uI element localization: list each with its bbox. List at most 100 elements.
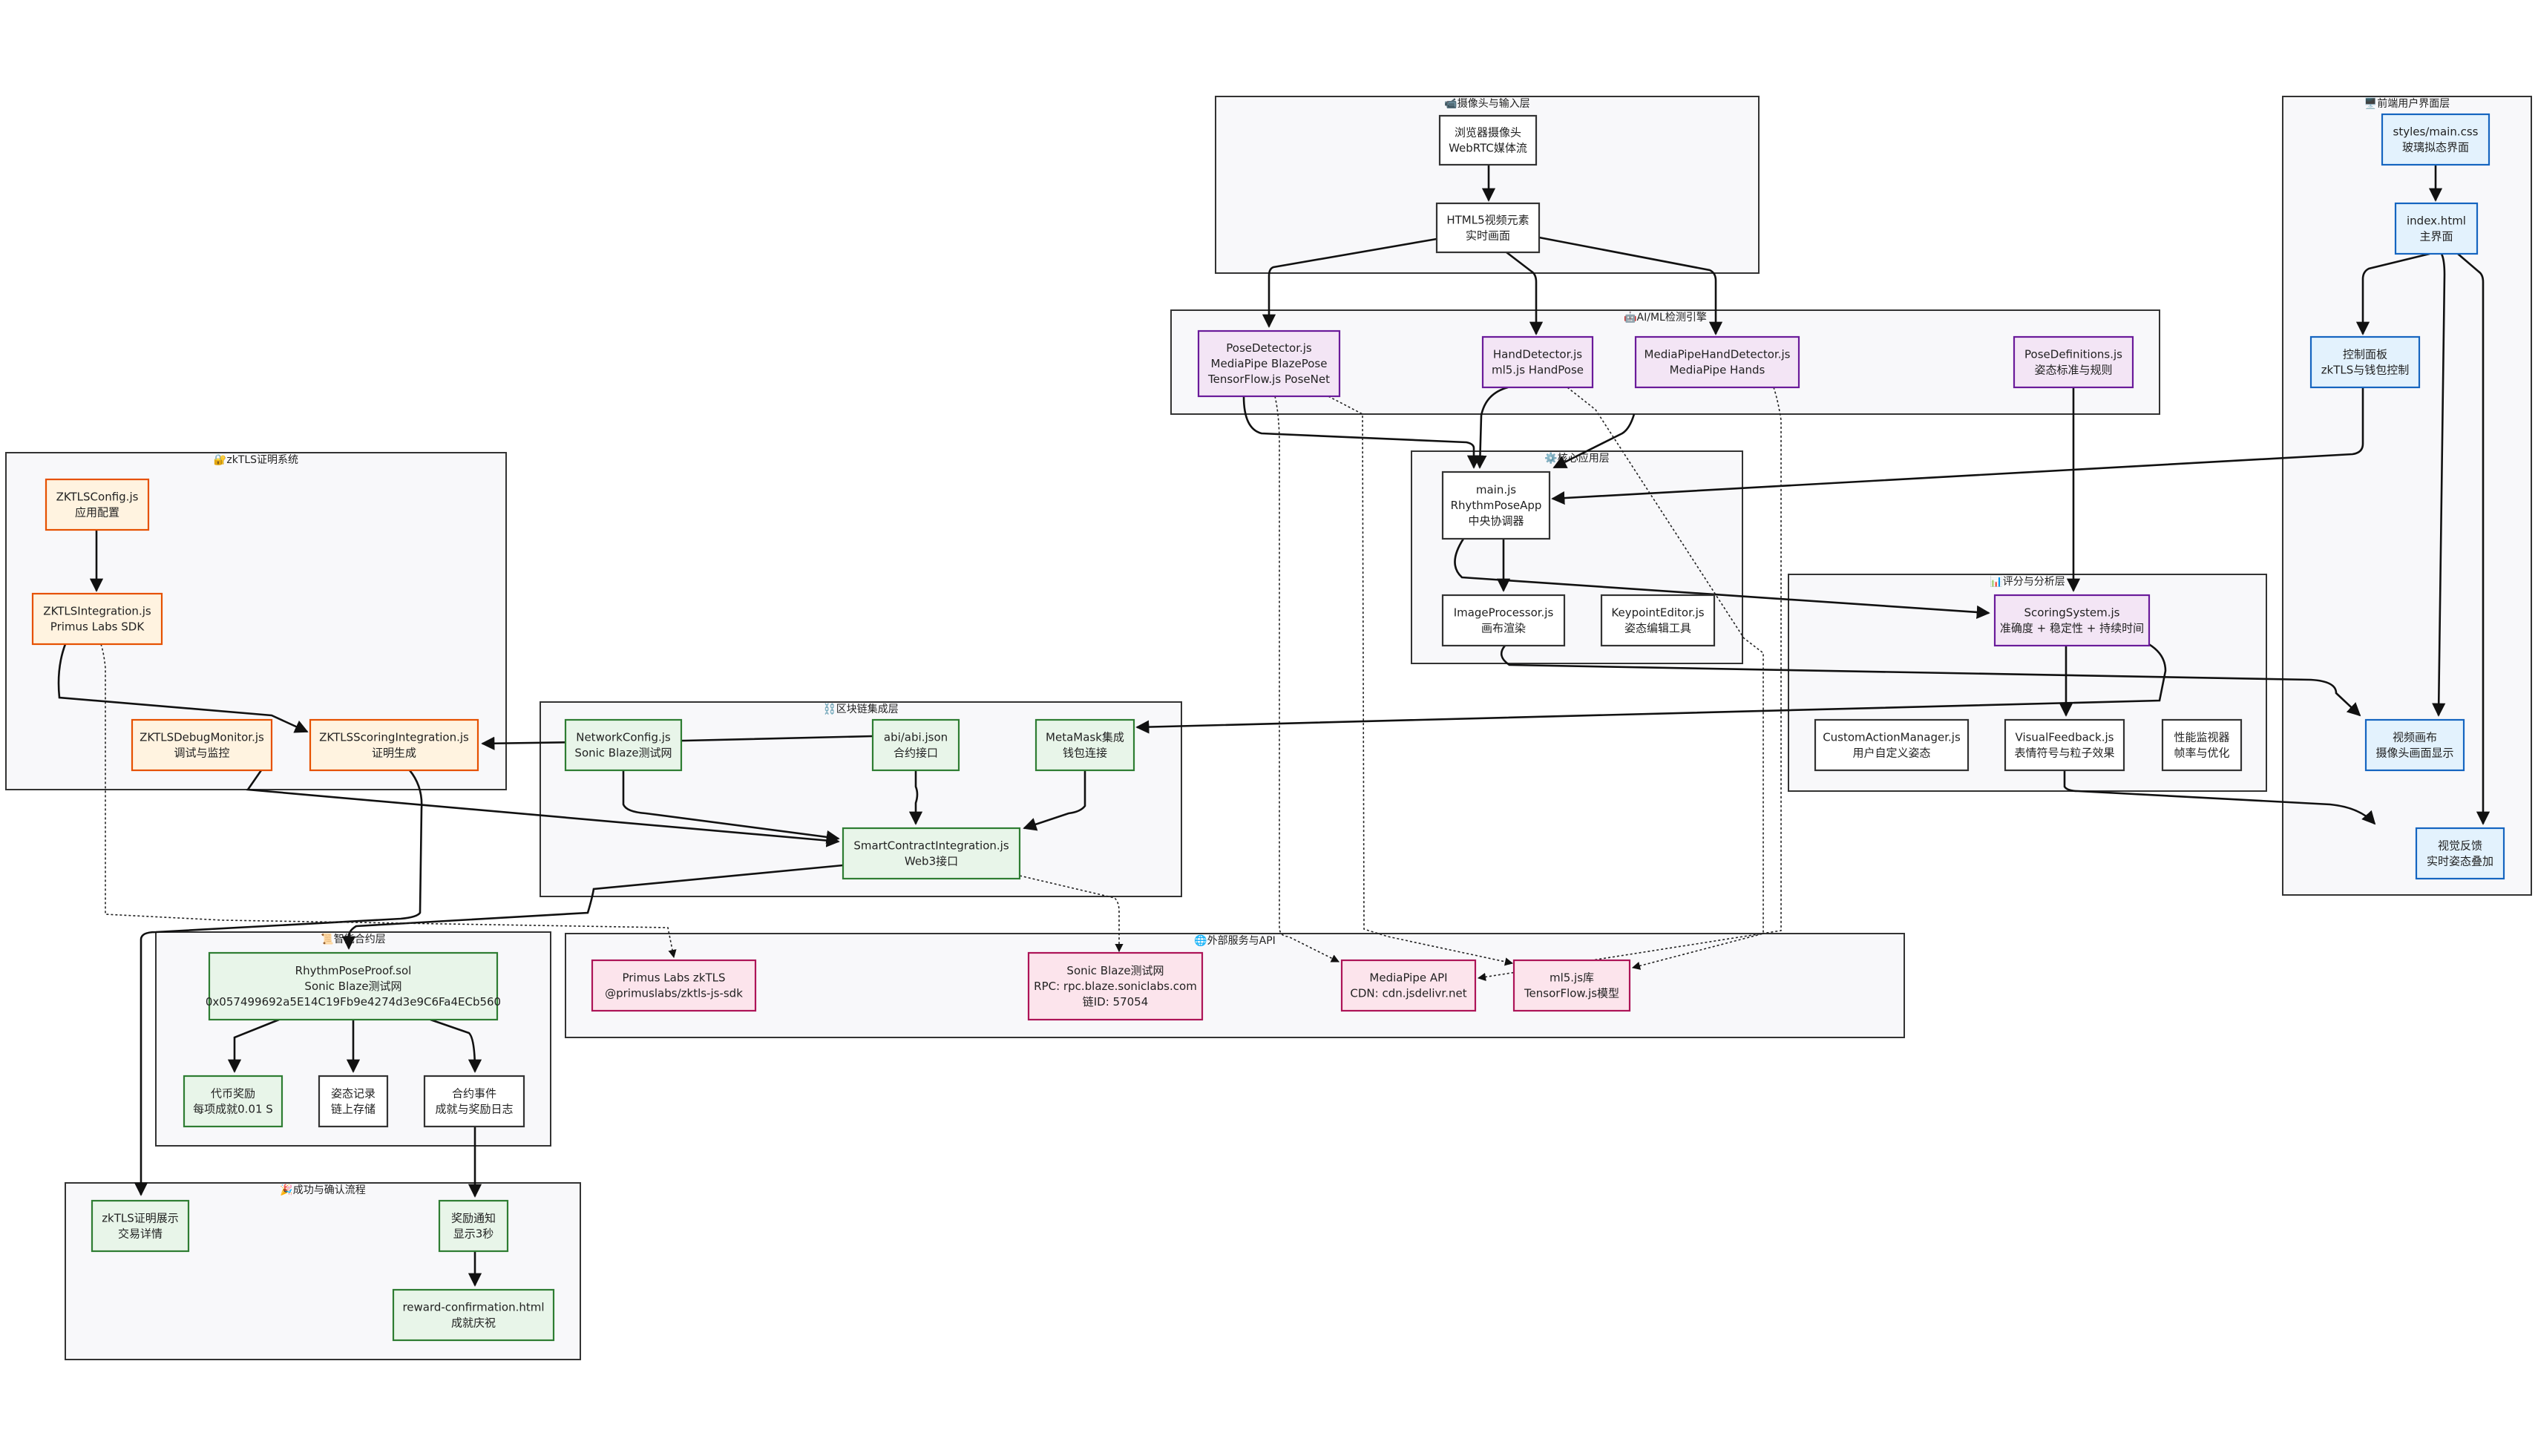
node-label: HandDetector.js — [1493, 348, 1582, 361]
node-label: reward-confirmation.html — [402, 1301, 544, 1314]
node-label: MediaPipeHandDetector.js — [1645, 348, 1791, 361]
flow-arrow — [227, 1018, 280, 1073]
node-label: 摄像头画面显示 — [2375, 747, 2453, 760]
node-label: ml5.js库 — [1550, 971, 1594, 985]
node-label: Sonic Blaze测试网 — [574, 747, 672, 760]
node-label: zkTLS与钱包控制 — [2321, 364, 2410, 377]
node-label: HTML5视频元素 — [1446, 214, 1529, 227]
node-box — [1197, 329, 1341, 398]
node-image-processor[interactable]: ImageProcessor.js 画布渲染 — [1441, 594, 1566, 647]
group-title: 🔐zkTLS证明系统 — [214, 454, 298, 466]
node-label: MetaMask集成 — [1046, 731, 1124, 744]
node-label: styles/main.css — [2393, 125, 2479, 139]
flow-arrow — [1023, 770, 1086, 831]
node-box — [1814, 718, 1970, 772]
node-label: Primus Labs zkTLS — [622, 971, 725, 985]
group-external: 🌐外部服务与API — [565, 933, 1905, 1038]
node-box — [183, 1075, 283, 1128]
node-browser-camera[interactable]: 浏览器摄像头 WebRTC媒体流 — [1438, 114, 1538, 166]
flow-arrow — [1454, 538, 1990, 619]
node-label: 钱包连接 — [1063, 747, 1107, 760]
node-label: 合约事件 — [452, 1087, 496, 1101]
node-label: ImageProcessor.js — [1454, 606, 1554, 620]
group-title: 🎉成功与确认流程 — [280, 1184, 365, 1196]
node-label: 姿态编辑工具 — [1624, 622, 1691, 635]
node-box — [871, 718, 960, 772]
node-box — [1600, 594, 1716, 647]
group-title: 📜智能合约层 — [321, 933, 385, 945]
flow-arrow — [2063, 770, 2376, 825]
node-box — [392, 1288, 555, 1342]
dependency-arrow — [1328, 396, 1514, 966]
node-box — [1034, 718, 1135, 772]
flow-arrow — [481, 735, 873, 750]
node-box — [564, 718, 683, 772]
node-label: ScoringSystem.js — [2024, 606, 2120, 620]
node-label: @primuslabs/zktls-js-sdk — [605, 987, 743, 1000]
node-primus-sdk[interactable]: Primus Labs zkTLS @primuslabs/zktls-js-sd… — [591, 959, 757, 1012]
dependency-arrow — [1274, 396, 1340, 963]
node-label: ZKTLSDebugMonitor.js — [140, 731, 264, 744]
flow-arrow — [1473, 386, 1509, 469]
group-title: ⛓️区块链集成层 — [823, 703, 898, 715]
node-label: VisualFeedback.js — [2016, 731, 2114, 744]
node-label: 玻璃拟态界面 — [2402, 141, 2469, 154]
node-label: 画布渲染 — [1481, 622, 1526, 635]
node-label: 浏览器摄像头 — [1455, 126, 1521, 140]
node-hand-detector[interactable]: HandDetector.js ml5.js HandPose — [1481, 335, 1594, 389]
node-box — [1435, 202, 1541, 254]
node-label: WebRTC媒体流 — [1449, 142, 1527, 155]
node-box — [2394, 202, 2479, 255]
dependency-arrow — [1567, 387, 1764, 970]
node-label: ZKTLSIntegration.js — [43, 605, 151, 618]
node-label: MediaPipe API — [1369, 971, 1447, 985]
node-box — [842, 827, 1021, 880]
node-styles-css[interactable]: styles/main.css 玻璃拟态界面 — [2381, 113, 2491, 166]
node-box — [2004, 718, 2125, 772]
node-label: 链ID: 57054 — [1083, 995, 1149, 1009]
node-box — [1993, 594, 2151, 647]
group-title: 📹摄像头与输入层 — [1444, 98, 1529, 110]
node-label: Sonic Blaze测试网 — [1066, 964, 1164, 977]
node-box — [1027, 951, 1204, 1021]
node-box — [91, 1199, 190, 1253]
node-label: ml5.js HandPose — [1492, 364, 1584, 377]
node-box — [1340, 959, 1477, 1012]
node-label: NetworkConfig.js — [576, 731, 671, 744]
node-label: SmartContractIntegration.js — [853, 839, 1009, 853]
dependency-arrow — [100, 643, 677, 959]
node-label: 主界面 — [2419, 230, 2453, 243]
